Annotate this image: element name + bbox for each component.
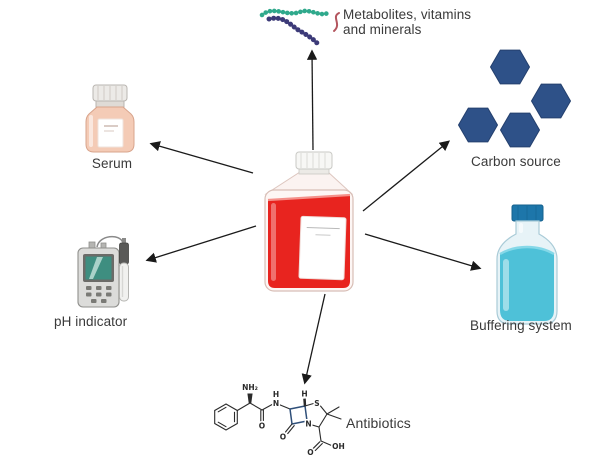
arrow-to-carbon-source bbox=[362, 140, 451, 212]
serum-bottle-label bbox=[97, 118, 124, 148]
atom-oh: OH bbox=[332, 442, 345, 451]
atom-o-acid: O bbox=[307, 448, 313, 457]
hexagon-icon bbox=[489, 49, 531, 85]
atom-h-ring: H bbox=[301, 390, 307, 399]
label-buffering-system: Buffering system bbox=[470, 318, 572, 333]
label-serum: Serum bbox=[91, 156, 133, 171]
antibiotic-molecule: NH₂ O H N H S N O O OH bbox=[214, 382, 346, 459]
media-bottle-cap bbox=[295, 151, 333, 170]
serum-bottle bbox=[85, 84, 135, 153]
arrow-to-buffering-system bbox=[364, 233, 482, 271]
navy-bead-chain bbox=[266, 15, 320, 46]
ph-meter bbox=[77, 235, 129, 308]
carbon-source-hexagons bbox=[457, 49, 572, 148]
wedge-bond bbox=[247, 393, 253, 403]
atom-o-lactam: O bbox=[280, 433, 286, 442]
ph-meter-cable bbox=[96, 235, 124, 248]
label-metabolites-line1: Metabolites, vitamins bbox=[343, 7, 472, 22]
metabolite-chains bbox=[259, 8, 340, 46]
wedge-bond bbox=[303, 398, 307, 407]
ph-probe bbox=[119, 238, 129, 302]
atom-n-ring: N bbox=[305, 420, 311, 429]
ph-meter-buttons bbox=[86, 286, 112, 303]
atom-nh2: NH₂ bbox=[242, 383, 258, 392]
arrow-to-metabolites bbox=[306, 49, 318, 151]
label-metabolites-line2: and minerals bbox=[343, 22, 422, 37]
label-ph-indicator: pH indicator bbox=[54, 314, 128, 329]
media-bottle-label bbox=[298, 215, 347, 281]
atom-n-amide: N bbox=[273, 399, 279, 408]
red-squiggle bbox=[333, 12, 340, 32]
label-antibiotics: Antibiotics bbox=[346, 415, 411, 431]
teal-bead-chain bbox=[259, 8, 331, 18]
arrow-to-ph-indicator bbox=[145, 225, 257, 263]
buffer-bottle bbox=[496, 204, 558, 325]
hexagon-icon bbox=[499, 112, 541, 148]
buffer-bottle-liquid bbox=[500, 247, 554, 321]
hexagon-icon bbox=[457, 107, 499, 143]
atom-h-amide: H bbox=[273, 390, 279, 399]
label-carbon-source: Carbon source bbox=[471, 154, 561, 169]
media-bottle bbox=[264, 151, 354, 292]
atom-s: S bbox=[314, 399, 319, 408]
label-metabolites: Metabolites, vitamins and minerals bbox=[343, 7, 471, 37]
atom-o-amide: O bbox=[259, 422, 265, 431]
hexagon-icon bbox=[530, 83, 572, 119]
arrow-to-antibiotics bbox=[301, 293, 326, 385]
arrow-to-serum bbox=[149, 141, 254, 174]
arrows bbox=[145, 49, 482, 385]
